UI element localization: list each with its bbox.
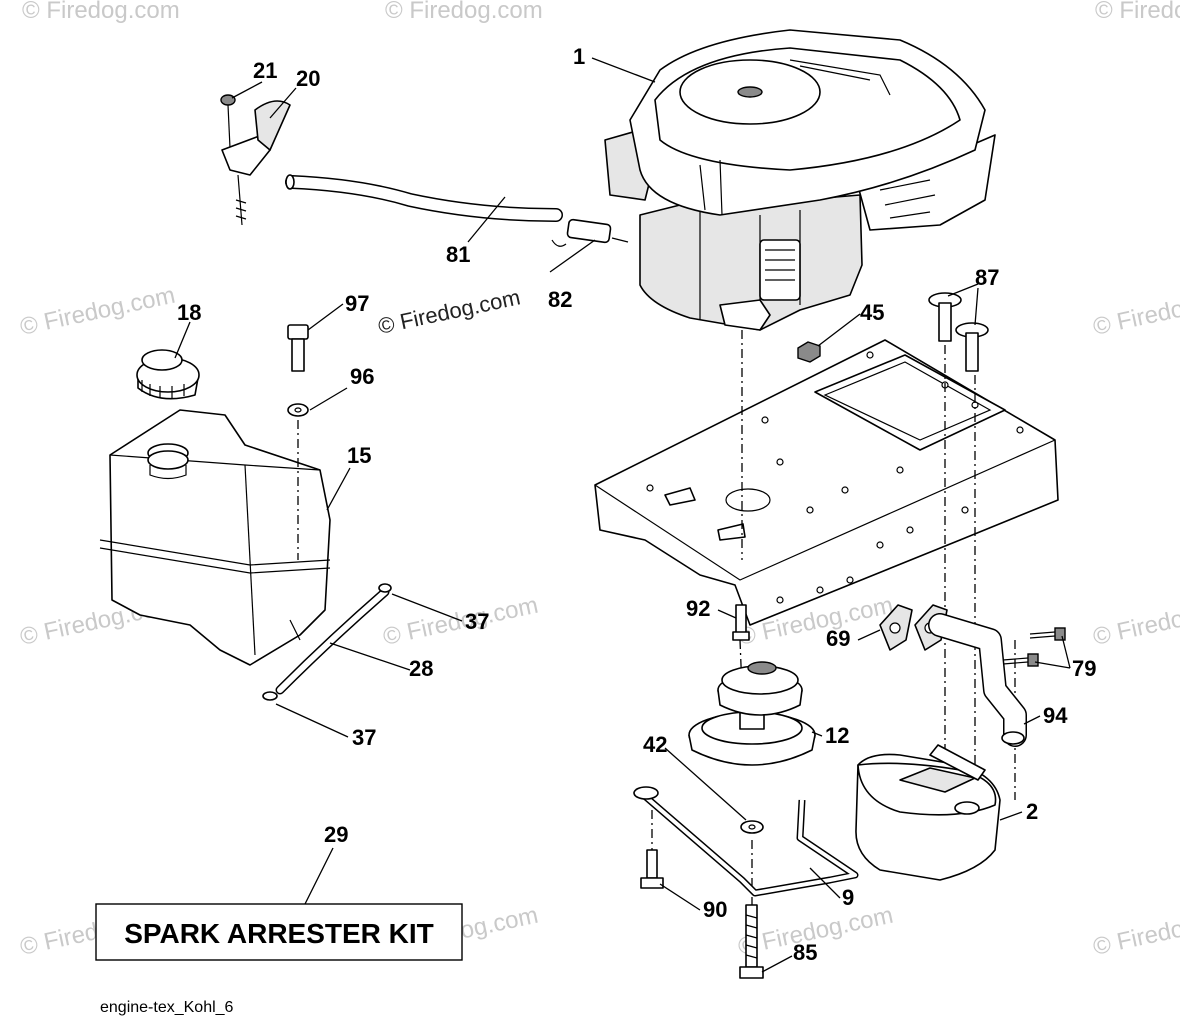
- callout-94: 94: [1043, 703, 1068, 728]
- callout-9: 9: [842, 885, 854, 910]
- callout-18: 18: [177, 300, 201, 325]
- fuel-tank-illustration: [99, 409, 331, 666]
- bolt-illustration: [287, 324, 309, 560]
- fuel-filter-illustration: [551, 218, 629, 247]
- callout-96: 96: [350, 364, 374, 389]
- callout-97: 97: [345, 291, 369, 316]
- callout-82: 82: [548, 287, 572, 312]
- watermark: © Firedog.com: [1091, 282, 1180, 341]
- engine-illustration: [604, 29, 996, 331]
- washer-illustration: [740, 820, 764, 834]
- callout-29: 29: [324, 822, 348, 847]
- pulley-illustration: [688, 661, 816, 766]
- watermark: © Firedog.com: [385, 0, 543, 24]
- callout-37-upper: 37: [465, 609, 489, 634]
- belt-guide-illustration: [633, 786, 859, 897]
- callout-12: 12: [825, 723, 849, 748]
- watermark: © Firedog.com: [1095, 0, 1180, 24]
- callout-28: 28: [409, 656, 433, 681]
- spark-arrester-kit-box: SPARK ARRESTER KIT: [95, 903, 463, 961]
- callout-90: 90: [703, 897, 727, 922]
- watermark: © Firedog.com: [1091, 592, 1180, 651]
- callout-labels: 1 21 20 81 82 18 97 96 15 37 28 37 29 87…: [177, 44, 1096, 965]
- exhaust-bolt-illustration: [1002, 627, 1066, 667]
- leader-lines: [174, 57, 1071, 973]
- fuel-cap-illustration: [136, 349, 200, 400]
- throttle-control-illustration: [220, 94, 291, 226]
- nut-illustration: [797, 341, 821, 363]
- bolt-85-illustration: [739, 904, 764, 979]
- callout-20: 20: [296, 66, 320, 91]
- engine-bolt-illustration: [928, 292, 989, 372]
- muffler-illustration: [855, 744, 1001, 881]
- callout-42: 42: [643, 732, 667, 757]
- exhaust-pipe-illustration: [928, 613, 1027, 747]
- callout-69: 69: [826, 626, 850, 651]
- watermark: © Firedog.com: [1091, 902, 1180, 961]
- diagram-caption: engine-tex_Kohl_6: [100, 999, 234, 1016]
- callout-85: 85: [793, 940, 817, 965]
- callout-79: 79: [1072, 656, 1096, 681]
- callout-1: 1: [573, 44, 585, 69]
- callout-81: 81: [446, 242, 470, 267]
- callout-2: 2: [1026, 799, 1038, 824]
- engine-mounting-plate-illustration: [594, 339, 1059, 626]
- callout-92: 92: [686, 596, 710, 621]
- callout-21: 21: [253, 58, 277, 83]
- key-illustration: [732, 604, 750, 641]
- watermark: © Firedog.com: [18, 282, 178, 341]
- callout-45: 45: [860, 300, 884, 325]
- bolt-90-illustration: [640, 849, 664, 889]
- callout-37-lower: 37: [352, 725, 376, 750]
- fuel-hose-illustration: [262, 583, 392, 701]
- spark-arrester-kit-label: SPARK ARRESTER KIT: [124, 918, 434, 949]
- callout-15: 15: [347, 443, 371, 468]
- watermark: © Firedog.com: [381, 592, 541, 651]
- callout-87: 87: [975, 265, 999, 290]
- watermark-main: © Firedog.com: [376, 284, 523, 339]
- watermark: © Firedog.com: [22, 0, 180, 24]
- fuel-line-illustration: [285, 174, 563, 222]
